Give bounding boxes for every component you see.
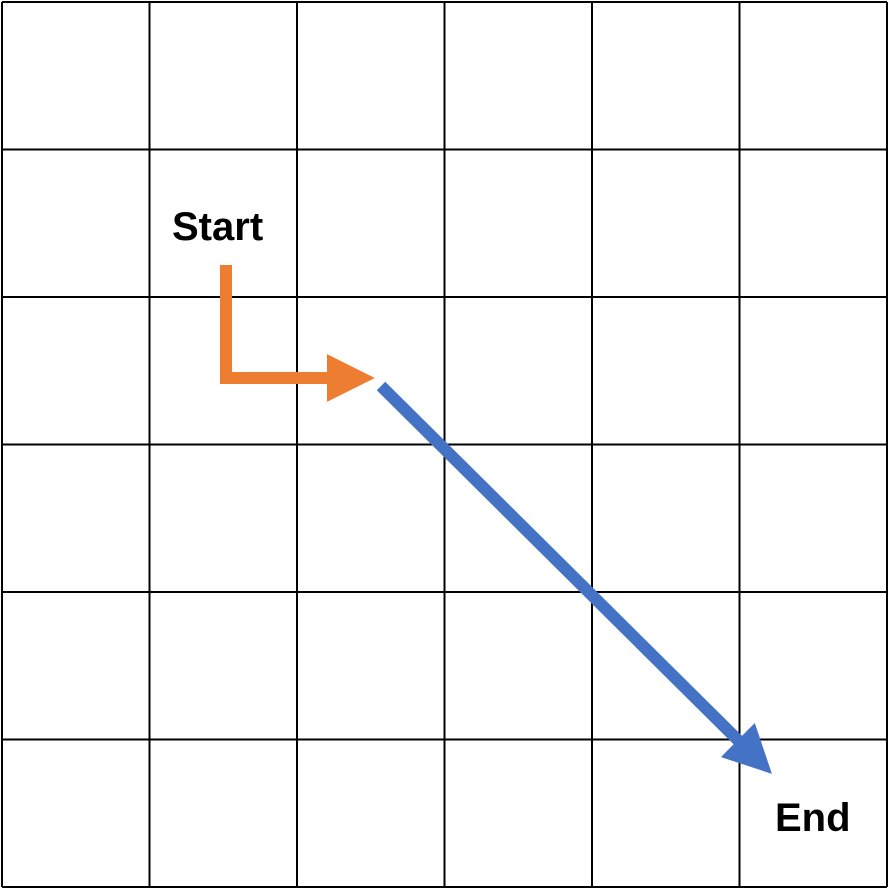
blue-diagonal-arrow [376,381,772,774]
end-label: End [775,796,851,840]
start-label: Start [172,205,264,249]
orange-path-arrow [220,265,375,402]
